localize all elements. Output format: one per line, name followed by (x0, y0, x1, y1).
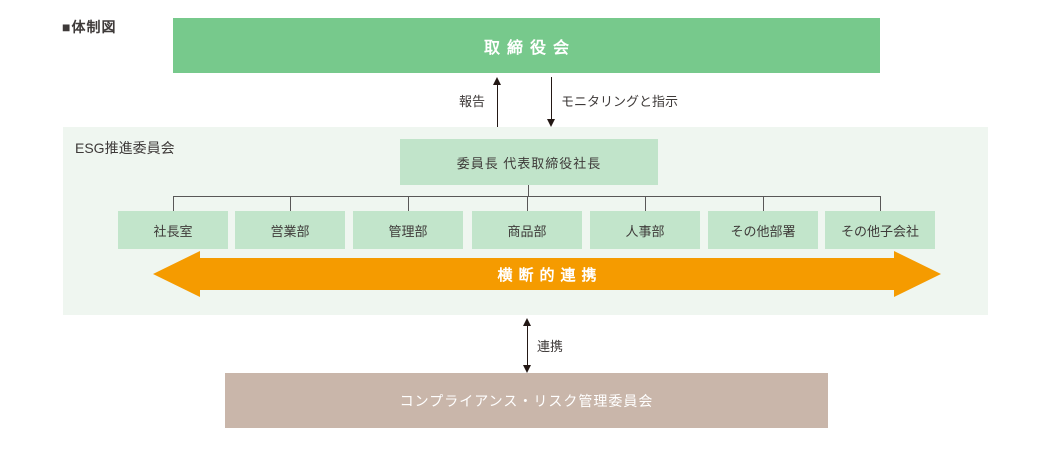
cross-functional-label: 横断的連携 (497, 266, 603, 284)
connector-drop-line (645, 196, 646, 211)
connector-drop-line (173, 196, 174, 211)
dept-box-hr: 人事部 (590, 211, 700, 249)
compliance-committee-label: コンプライアンス・リスク管理委員会 (399, 392, 654, 409)
link-arrow-label: 連携 (537, 339, 564, 354)
connector-drop-line (880, 196, 881, 211)
report-up-arrow (493, 77, 501, 127)
cross-functional-arrow: 横断的連携 (200, 258, 894, 290)
page-title: ■体制図 (62, 19, 117, 35)
dept-box-other-subsidiaries: その他子会社 (825, 211, 935, 249)
down-arrowhead-icon (547, 119, 555, 127)
up-arrowhead-icon (523, 318, 531, 326)
monitoring-down-arrow (547, 77, 555, 127)
arrow-line (526, 326, 528, 365)
connector-chairman-drop (528, 185, 529, 196)
dept-box-product: 商品部 (472, 211, 582, 249)
dept-box-admin: 管理部 (353, 211, 463, 249)
connector-drop-line (408, 196, 409, 211)
arrow-line (550, 77, 552, 119)
arrow-line (496, 85, 498, 127)
left-arrowhead-icon (153, 251, 200, 297)
board-of-directors-label: 取締役会 (483, 39, 576, 57)
compliance-committee-banner: コンプライアンス・リスク管理委員会 (225, 373, 828, 428)
chairman-label: 委員長 代表取締役社長 (456, 155, 602, 171)
connector-drop-line (527, 196, 528, 211)
connector-horizontal-line (173, 196, 880, 197)
monitoring-arrow-label: モニタリングと指示 (561, 94, 679, 109)
link-double-arrow (523, 318, 531, 373)
board-of-directors-banner: 取締役会 (173, 18, 880, 73)
connector-drop-line (290, 196, 291, 211)
down-arrowhead-icon (523, 365, 531, 373)
report-arrow-label: 報告 (459, 94, 486, 109)
dept-box-sales: 営業部 (235, 211, 345, 249)
connector-drop-line (763, 196, 764, 211)
right-arrowhead-icon (894, 251, 941, 297)
dept-box-other-depts: その他部署 (708, 211, 818, 249)
esg-committee-label: ESG推進委員会 (75, 140, 175, 156)
dept-box-president-office: 社長室 (118, 211, 228, 249)
chairman-box: 委員長 代表取締役社長 (400, 139, 658, 185)
up-arrowhead-icon (493, 77, 501, 85)
